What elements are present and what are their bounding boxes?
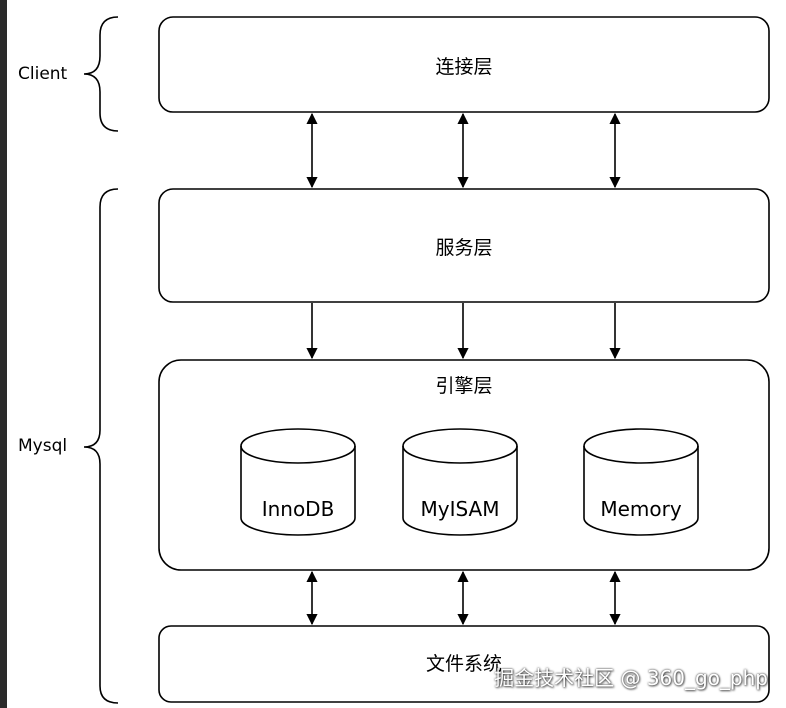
connection-layer-title: 连接层 [435,56,493,78]
filesystem-layer-box [158,625,770,703]
memory-cylinder [583,428,699,536]
client-brace [83,16,119,132]
myisam-label: MyISAM [420,497,500,521]
watermark-text: 掘金技术社区 @ 360_go_php [494,666,768,690]
mysql-brace [83,188,119,704]
client-label: Client [18,64,68,84]
innodb-label: InnoDB [261,497,335,521]
memory-label: Memory [600,497,682,521]
service-layer-box [158,188,770,303]
innodb-cylinder [240,428,356,536]
engine-layer-title: 引擎层 [435,375,493,397]
mysql-label: Mysql [18,436,68,456]
filesystem-layer-title: 文件系统 [425,653,503,675]
myisam-cylinder [402,428,518,536]
connection-layer-box [158,16,770,113]
left-edge-bar [0,0,7,708]
service-layer-title: 服务层 [435,237,493,259]
